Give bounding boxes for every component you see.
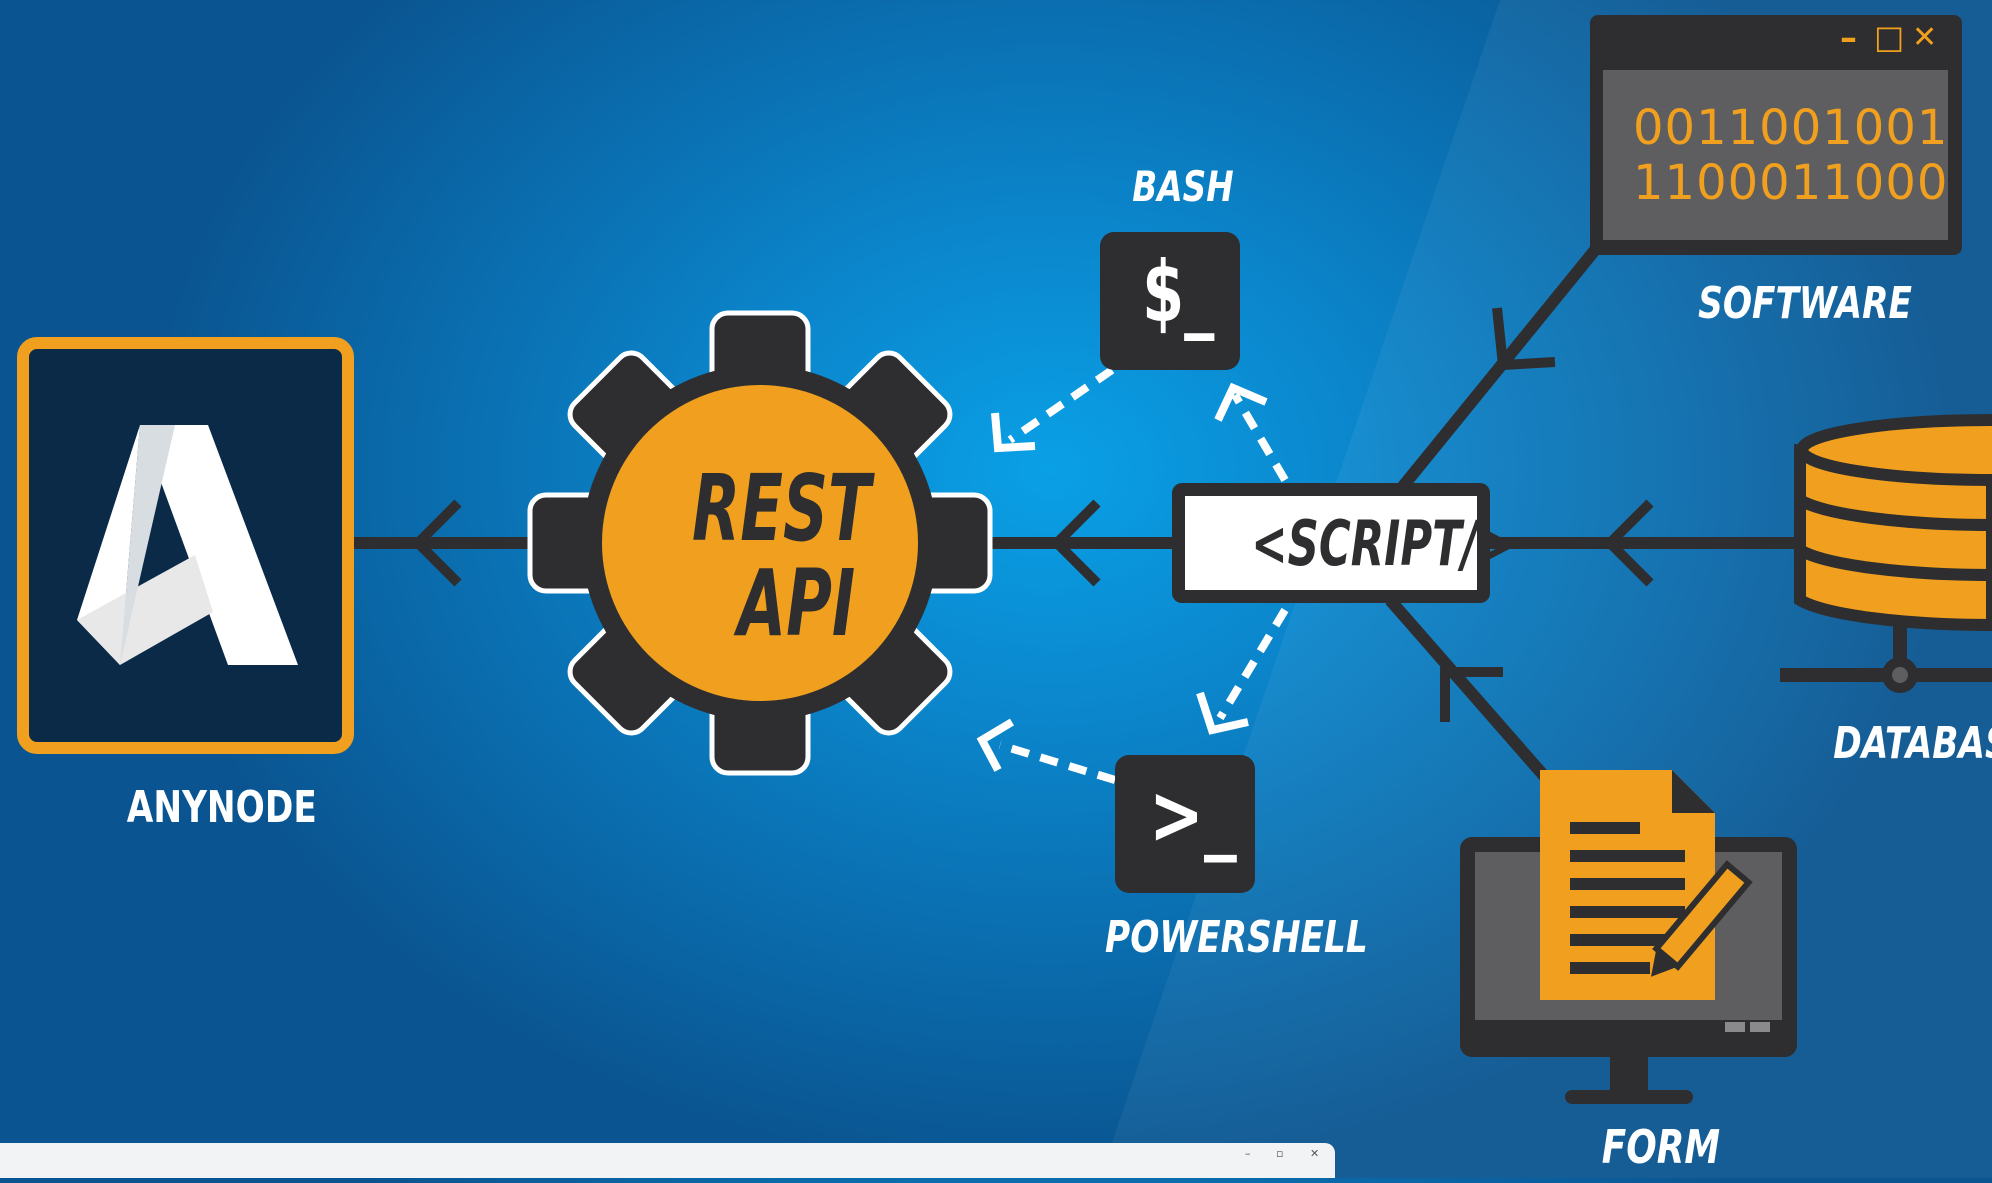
line-software-to-script <box>1395 246 1600 494</box>
dashed-script-to-bash <box>1231 392 1289 483</box>
rest-api-gear <box>527 310 993 776</box>
dashed-powershell-to-gear <box>998 741 1117 784</box>
arrowhead-powershell <box>1196 691 1249 735</box>
form-icon <box>1460 770 1797 1104</box>
powershell-label: POWERSHELL <box>1105 912 1368 963</box>
software-binary-line1: 0011001001 <box>1633 100 1949 156</box>
form-label: FORM <box>1601 1120 1721 1174</box>
software-label: SOFTWARE <box>1698 278 1912 329</box>
dashed-arrowheads <box>976 382 1268 772</box>
anynode-logo-icon <box>77 425 298 665</box>
strip-maximize-button[interactable]: ▫ <box>1276 1147 1284 1160</box>
window-strip: – ▫ ✕ <box>0 1143 1335 1178</box>
bash-icon <box>1100 232 1240 370</box>
database-label: DATABASE <box>1833 718 1992 769</box>
rest-api-title-line1: REST <box>692 455 871 562</box>
arrow-from-software <box>1492 307 1556 371</box>
strip-close-button[interactable]: ✕ <box>1310 1147 1320 1160</box>
arrowhead-gear-bottom <box>976 718 1015 772</box>
bash-label: BASH <box>1132 162 1234 211</box>
arrow-to-gear <box>1049 499 1101 587</box>
arrowhead-gear-top <box>991 412 1036 453</box>
window-close-icon: ✕ <box>1912 20 1938 55</box>
arrow-from-database <box>1602 499 1654 587</box>
rest-api-title-line2: API <box>737 550 856 657</box>
software-window-icon <box>1590 15 1962 255</box>
powershell-icon-text: >_ <box>1148 768 1237 863</box>
database-icon <box>1780 414 1992 693</box>
script-label: <SCRIPT/> <box>1251 507 1514 580</box>
strip-minimize-button[interactable]: – <box>1245 1147 1251 1160</box>
window-maximize-icon: □ <box>1874 18 1905 56</box>
line-form-to-script <box>1385 596 1550 781</box>
dashed-bash-to-gear <box>1007 366 1115 444</box>
powershell-icon <box>1115 755 1255 893</box>
window-minimize-icon: – <box>1840 18 1857 58</box>
arrow-from-form <box>1440 667 1503 722</box>
script-box <box>1185 496 1477 590</box>
dashed-arrows <box>998 366 1289 784</box>
dashed-script-to-powershell <box>1216 607 1289 721</box>
anynode-label: ANYNODE <box>126 782 317 833</box>
bash-icon-text: $_ <box>1142 243 1215 341</box>
software-binary-line2: 1100011000 <box>1633 155 1949 211</box>
arrowhead-bash <box>1214 382 1268 422</box>
arrow-to-anynode <box>410 499 462 587</box>
